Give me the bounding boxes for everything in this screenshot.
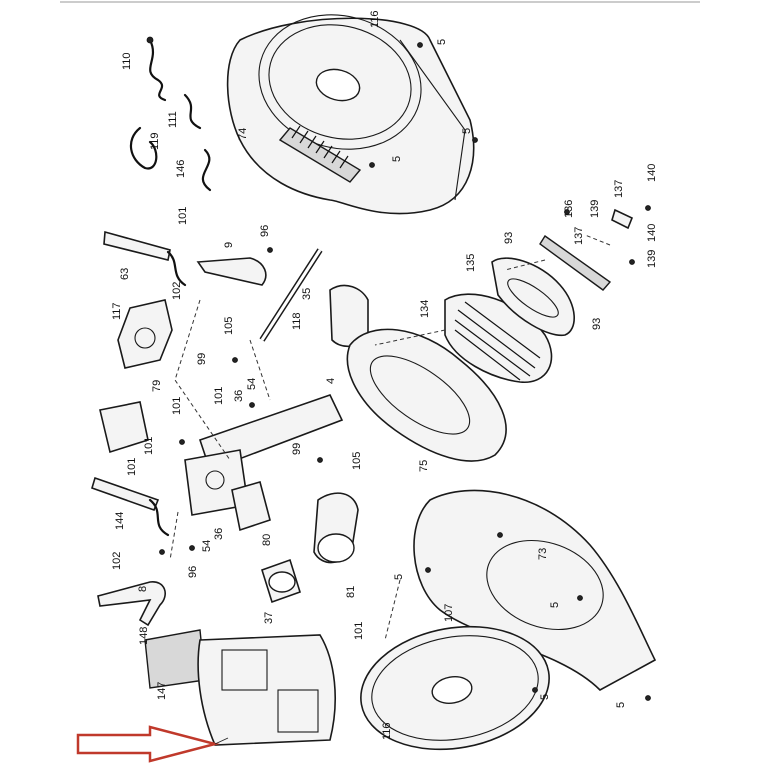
label-101-d: 101 <box>143 437 155 455</box>
label-5-b: 5 <box>391 156 403 162</box>
label-117: 117 <box>111 302 123 320</box>
label-8: 8 <box>137 586 149 592</box>
label-4: 4 <box>325 378 337 384</box>
upper-handlebar-63 <box>103 230 187 287</box>
lower-handlebar-8 <box>97 581 166 627</box>
label-102-a: 102 <box>171 282 183 300</box>
console-147 <box>144 629 336 746</box>
label-137-b: 137 <box>573 227 585 245</box>
label-139-a: 139 <box>589 200 601 218</box>
label-110: 110 <box>121 52 133 70</box>
red-pointer-arrow <box>76 725 220 763</box>
label-5-c: 5 <box>461 128 473 134</box>
label-134: 134 <box>419 300 431 318</box>
label-140-b: 140 <box>646 224 658 242</box>
label-116-bottom: 116 <box>381 722 393 740</box>
label-105-b: 105 <box>351 452 363 470</box>
label-144: 144 <box>114 512 126 530</box>
bracket-80 <box>231 481 271 532</box>
label-73: 73 <box>537 548 549 560</box>
label-135: 135 <box>465 254 477 272</box>
label-137-a: 137 <box>613 180 625 198</box>
label-63: 63 <box>119 268 131 280</box>
label-101-e: 101 <box>126 458 138 476</box>
assembly-dashed-lines <box>169 234 611 641</box>
screws <box>159 42 651 701</box>
upper-shroud-assembly <box>226 14 475 215</box>
label-5-f: 5 <box>539 694 551 700</box>
label-79: 79 <box>151 380 163 392</box>
label-36-a: 36 <box>233 390 245 402</box>
label-54-b: 54 <box>201 540 213 552</box>
main-frame-4 <box>184 394 344 516</box>
label-37: 37 <box>263 612 275 624</box>
label-93-a: 93 <box>503 232 515 244</box>
label-54-a: 54 <box>246 378 258 390</box>
label-5-a: 5 <box>436 39 448 45</box>
bracket-79 <box>99 401 149 454</box>
label-81: 81 <box>345 586 357 598</box>
label-111: 111 <box>167 111 179 128</box>
label-116-top: 116 <box>369 10 381 28</box>
rod-35 <box>259 248 323 342</box>
label-119: 119 <box>149 132 161 150</box>
label-96-a: 96 <box>259 225 271 237</box>
label-118: 118 <box>291 312 303 330</box>
label-148: 148 <box>138 627 150 645</box>
label-101-b: 101 <box>171 397 183 415</box>
label-93-b: 93 <box>591 318 603 330</box>
label-105-a: 105 <box>223 317 235 335</box>
crank-housing-81 <box>313 492 359 564</box>
label-101-f: 101 <box>353 622 365 640</box>
label-75: 75 <box>418 460 430 472</box>
lower-shroud-73 <box>413 489 657 691</box>
label-146: 146 <box>175 160 187 178</box>
label-9: 9 <box>223 242 235 248</box>
lower-flywheel-cover-116 <box>360 625 550 751</box>
arrow-leader <box>214 737 229 745</box>
label-140-a: 140 <box>646 164 658 182</box>
arm-9 <box>196 257 267 286</box>
label-107: 107 <box>443 604 455 622</box>
label-96-b: 96 <box>187 566 199 578</box>
label-80: 80 <box>261 534 273 546</box>
label-102-b: 102 <box>111 552 123 570</box>
plate-135 <box>491 257 575 337</box>
label-99-b: 99 <box>291 443 303 455</box>
label-101-a: 101 <box>177 207 189 225</box>
label-35: 35 <box>301 288 313 300</box>
label-5-g: 5 <box>615 702 627 708</box>
bar-144 <box>91 476 170 537</box>
label-139-b: 139 <box>646 250 658 268</box>
bearing-37 <box>261 558 301 604</box>
side-shroud-75 <box>346 328 507 462</box>
bar-136 <box>539 208 634 291</box>
label-99-a: 99 <box>196 353 208 365</box>
label-5-d: 5 <box>393 574 405 580</box>
wire-harnesses <box>129 36 212 192</box>
label-5-e: 5 <box>549 602 561 608</box>
label-101-c: 101 <box>213 387 225 405</box>
bracket-117 <box>117 299 173 369</box>
label-136: 136 <box>563 200 575 218</box>
label-147: 147 <box>156 682 168 700</box>
label-74: 74 <box>237 128 249 140</box>
label-36-b: 36 <box>213 528 225 540</box>
